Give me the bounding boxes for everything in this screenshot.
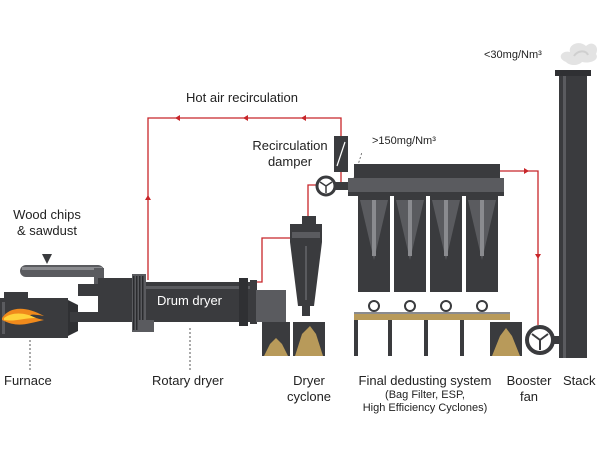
dryer-cyclone [262,216,325,356]
recirculation-damper [334,136,348,172]
final-dedusting-detail-line2: High Efficiency Cyclones) [362,402,488,414]
booster-fan [525,325,560,355]
wood-chips-label: Wood chips & sawdust [4,207,90,239]
booster-fan-label-line2: fan [519,389,539,404]
rotary-dryer-label: Rotary dryer [152,373,224,388]
final-dedusting-label: Final dedusting system [358,373,492,388]
furnace [0,292,78,338]
final-dedusting-detail: (Bag Filter, ESP, High Efficiency Cyclon… [355,389,495,415]
dryer-cyclone-label: Dryer cyclone [278,373,340,405]
booster-fan-label-line1: Booster [506,373,552,388]
recirculation-damper-label: Recirculation damper [242,138,338,170]
dryer-cyclone-label-line2: cyclone [286,389,332,404]
wood-chips-label-line2: & sawdust [17,223,77,238]
wood-chip-feeder [20,254,108,296]
smoke-icon [560,43,598,65]
inlet-emission-label: >150mg/Nm³ [372,135,436,147]
hot-air-recirculation-label: Hot air recirculation [186,90,298,105]
recirculation-damper-label-line1: Recirculation [252,138,328,153]
dryer-cyclone-label-line1: Dryer [293,373,325,388]
rotary-drum-dryer [70,274,286,332]
final-dedusting-system [348,164,522,356]
drum-dryer-label: Drum dryer [157,293,223,308]
wood-chips-label-line1: Wood chips [13,207,81,222]
stack-emission-label: <30mg/Nm³ [484,49,542,61]
recirculation-damper-label-line2: damper [267,154,313,169]
booster-fan-label: Booster fan [502,373,556,405]
stack [555,43,598,358]
furnace-label: Furnace [4,373,52,388]
final-dedusting-detail-line1: (Bag Filter, ESP, [385,389,465,401]
stack-label: Stack [563,373,596,388]
damper-fan [315,175,354,197]
duct-arrows [145,115,541,259]
